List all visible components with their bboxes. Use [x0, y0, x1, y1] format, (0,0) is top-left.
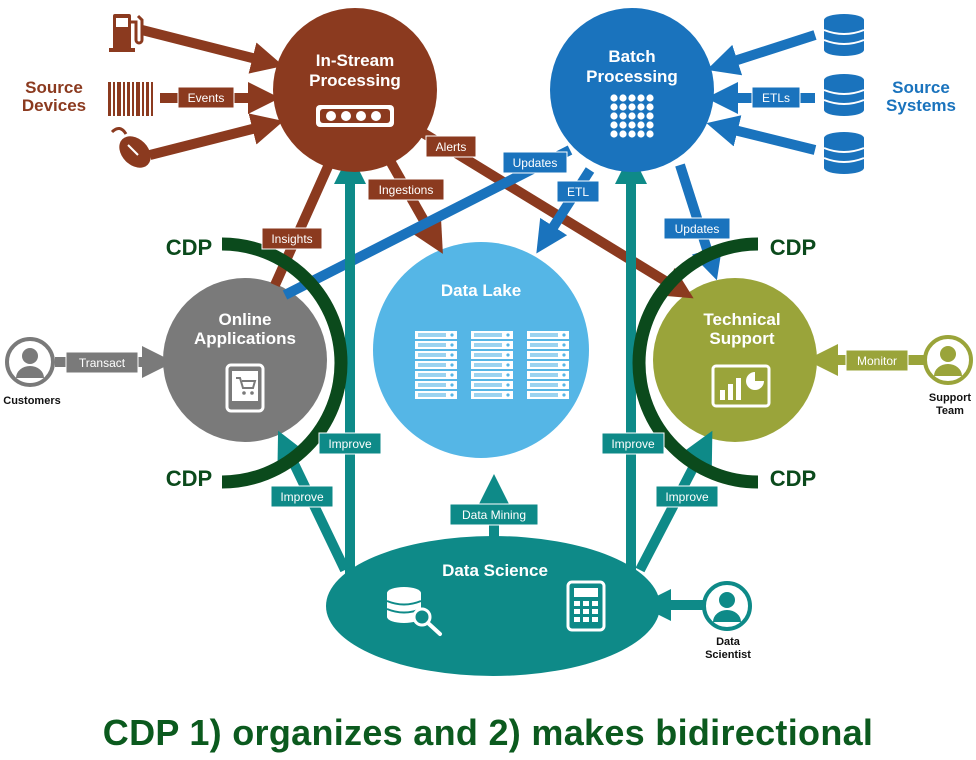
- database-icon: [823, 132, 865, 174]
- cdp-label-bottom-right: CDP: [770, 466, 816, 491]
- in-stream-title-line2: Processing: [309, 71, 401, 90]
- server-rack-icon: [415, 331, 569, 399]
- svg-text:Alerts: Alerts: [436, 140, 467, 154]
- diagram-caption: CDP 1) organizes and 2) makes bidirectio…: [102, 712, 874, 753]
- online-title-line2: Applications: [194, 329, 296, 348]
- technical-support-node: [653, 278, 817, 442]
- support-avatar-icon: [923, 335, 973, 385]
- database-search-icon: [386, 587, 442, 636]
- system-db1-arrow: [706, 30, 817, 76]
- batch-grid-icon: [610, 94, 654, 138]
- online-applications-node: [163, 278, 327, 442]
- cdp-label-bottom-left: CDP: [166, 466, 212, 491]
- svg-text:Events: Events: [188, 91, 225, 105]
- batch-title-line1: Batch: [608, 47, 655, 66]
- tag-etl: ETL: [556, 180, 600, 203]
- tag-transact: Transact: [65, 351, 139, 374]
- fuel-pump-icon: [109, 14, 144, 52]
- support-team-line1: Support: [929, 392, 971, 404]
- data-lake-title: Data Lake: [441, 281, 521, 300]
- tech-title-line1: Technical: [703, 310, 780, 329]
- svg-text:ETL: ETL: [567, 185, 589, 199]
- tag-etls: ETLs: [751, 86, 801, 109]
- scientist-avatar-icon: [702, 581, 752, 631]
- tech-title-line2: Support: [709, 329, 774, 348]
- tag-improve: Improve: [270, 485, 334, 508]
- stream-pipeline-icon: [316, 105, 394, 127]
- svg-text:Transact: Transact: [79, 356, 126, 370]
- scientist-line2: Scientist: [705, 649, 751, 661]
- barcode-icon: [108, 82, 153, 116]
- batch-processing-node: [550, 8, 714, 172]
- online-title-line1: Online: [219, 310, 272, 329]
- tag-events: Events: [177, 86, 235, 109]
- svg-text:Improve: Improve: [328, 437, 372, 451]
- calculator-icon: [566, 580, 606, 632]
- database-icon: [823, 14, 865, 56]
- cdp-arc-right: [632, 237, 759, 489]
- in-stream-title-line1: In-Stream: [316, 51, 394, 70]
- data-science-title: Data Science: [442, 561, 548, 580]
- support-team-line2: Team: [936, 405, 964, 417]
- tag-improve: Improve: [655, 485, 719, 508]
- cdp-arc-left: [221, 237, 348, 489]
- svg-text:Updates: Updates: [675, 222, 720, 236]
- cdp-label-top-right: CDP: [770, 235, 816, 260]
- mouse-icon: [110, 127, 151, 168]
- database-icon: [823, 74, 865, 116]
- tag-improve: Improve: [318, 432, 382, 455]
- svg-text:Improve: Improve: [611, 437, 655, 451]
- system-db3-arrow: [706, 115, 817, 155]
- scientist-line1: Data: [716, 636, 741, 648]
- source-systems-line2: Systems: [886, 96, 956, 115]
- tablet-cart-icon: [225, 363, 265, 413]
- cdp-label-top-left: CDP: [166, 235, 212, 260]
- tag-alerts: Alerts: [425, 135, 477, 158]
- tag-updates-left: Updates: [502, 151, 568, 174]
- data-lake-node: [373, 242, 589, 458]
- svg-text:Data Mining: Data Mining: [462, 508, 526, 522]
- device-fuel-arrow: [140, 25, 284, 74]
- chart-board-icon: [711, 364, 771, 408]
- tag-data-mining: Data Mining: [449, 503, 539, 526]
- in-stream-processing-node: [273, 8, 437, 172]
- svg-text:Improve: Improve: [665, 490, 709, 504]
- source-devices-line1: Source: [25, 78, 83, 97]
- customer-avatar-icon: [5, 337, 55, 387]
- svg-text:ETLs: ETLs: [762, 91, 790, 105]
- device-mouse-arrow: [148, 113, 284, 160]
- tag-ingestions: Ingestions: [367, 178, 445, 201]
- svg-text:Updates: Updates: [513, 156, 558, 170]
- svg-text:Monitor: Monitor: [857, 354, 897, 368]
- customers-label: Customers: [3, 395, 60, 407]
- updates-left-line: [282, 145, 573, 300]
- svg-text:Ingestions: Ingestions: [379, 183, 434, 197]
- tag-updates-right: Updates: [663, 217, 731, 240]
- tag-improve: Improve: [601, 432, 665, 455]
- svg-text:Improve: Improve: [280, 490, 324, 504]
- source-devices-line2: Devices: [22, 96, 86, 115]
- source-systems-line1: Source: [892, 78, 950, 97]
- data-science-node: [326, 536, 660, 676]
- tag-monitor: Monitor: [845, 349, 909, 372]
- svg-text:Insights: Insights: [271, 232, 312, 246]
- tag-insights: Insights: [261, 227, 323, 250]
- batch-title-line2: Processing: [586, 67, 678, 86]
- updates-right-arrow: [675, 163, 723, 281]
